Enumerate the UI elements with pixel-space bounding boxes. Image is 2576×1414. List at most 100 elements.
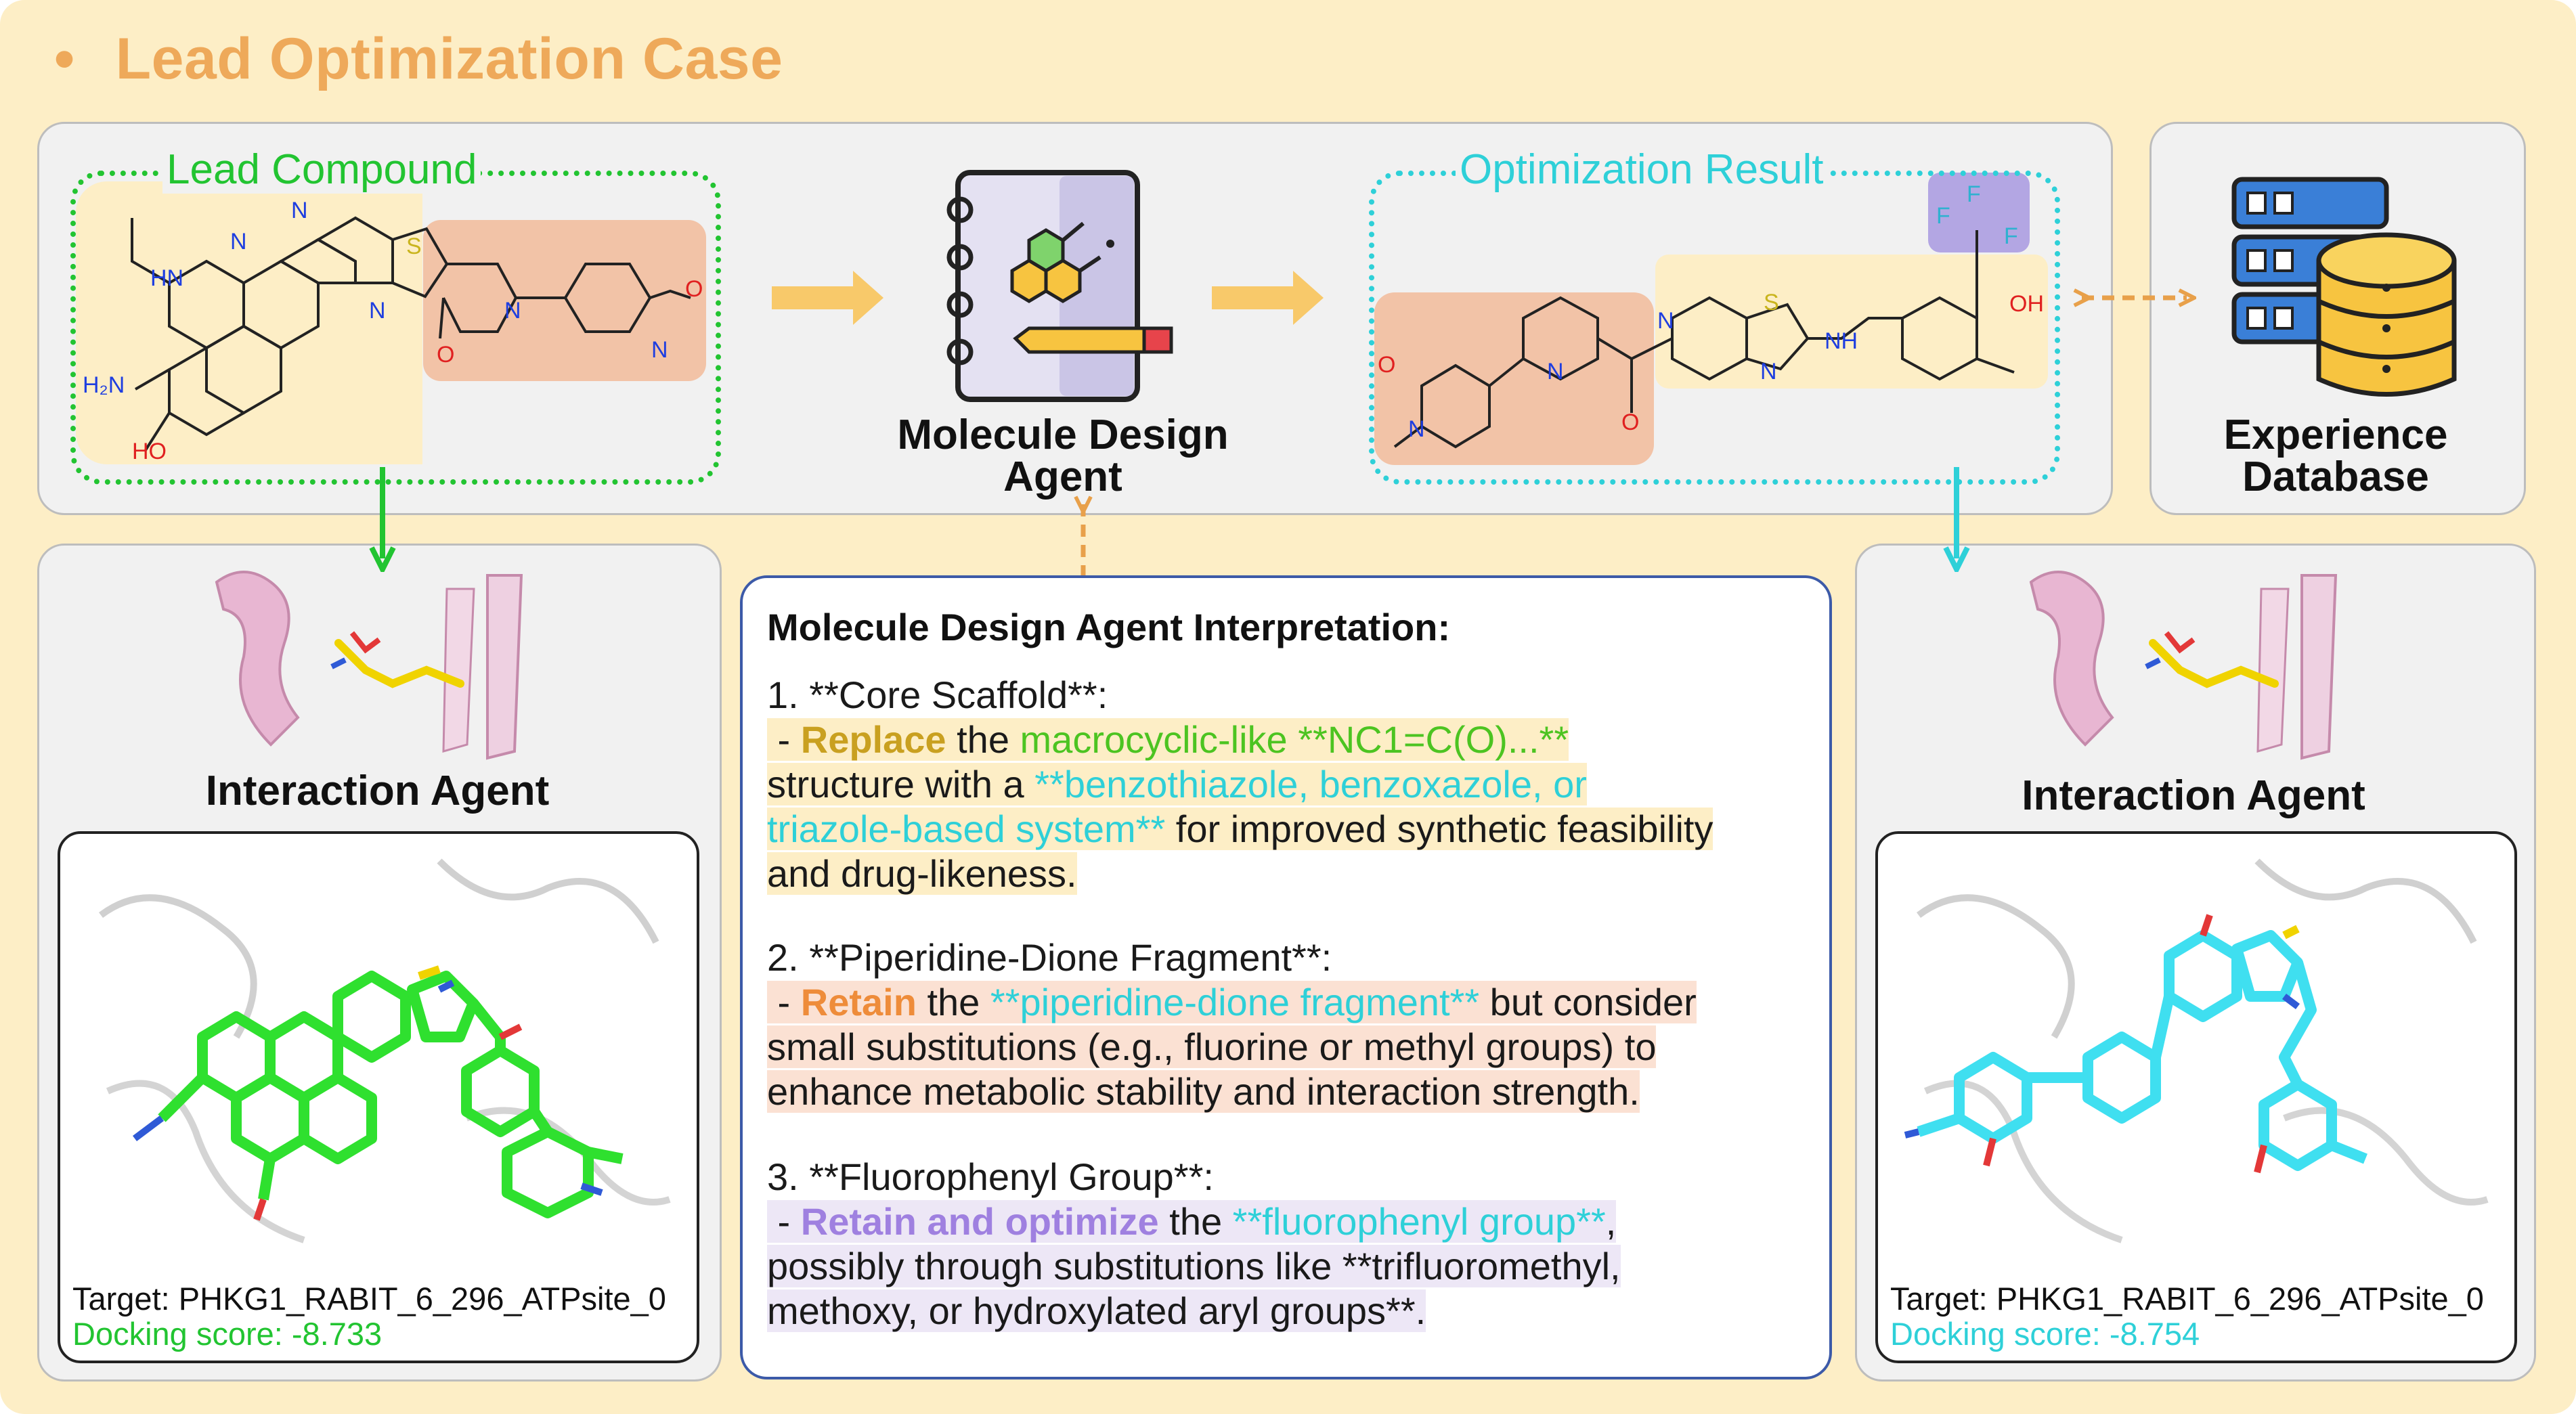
interaction-agent-left-label: Interaction Agent	[205, 768, 550, 814]
left-docking-score: Docking score: -8.733	[72, 1316, 383, 1352]
lead-atom-hn: HN	[150, 265, 184, 291]
optimization-result-label: Optimization Result	[1456, 146, 1828, 194]
p2-heading: 2. **Piperidine-Dione Fragment**:	[767, 935, 1697, 980]
p3-line-3: methoxy, or hydroxylated aryl groups**.	[767, 1289, 1621, 1333]
result-atom-n4: N	[1408, 416, 1425, 442]
lead-atom-h2n: H₂N	[83, 372, 125, 398]
lead-atom-ho: HO	[132, 439, 167, 464]
p3-t3: possibly through substitutions like **tr…	[767, 1245, 1621, 1287]
p2-t1: the	[916, 981, 990, 1023]
experience-database-label: Experience Database	[2149, 414, 2522, 498]
p3-heading: 3. **Fluorophenyl Group**:	[767, 1155, 1621, 1199]
p3-t4: methoxy, or hydroxylated aryl groups**.	[767, 1289, 1426, 1332]
arrow-right-icon	[772, 271, 1324, 325]
p2-dash: -	[767, 981, 801, 1023]
molecule-design-agent-label: Molecule Design Agent	[860, 414, 1266, 498]
p2-t2: but consider	[1479, 981, 1697, 1023]
lead-piperidine-highlight	[423, 220, 706, 381]
title-text: Lead Optimization Case	[115, 26, 783, 91]
result-atom-n2: N	[1760, 359, 1777, 384]
p1-system-2: triazole-based system**	[767, 808, 1166, 850]
left-docking-box: Target: PHKG1_RABIT_6_296_ATPsite_0 Dock…	[58, 831, 699, 1363]
left-docking-target: Target: PHKG1_RABIT_6_296_ATPsite_0	[72, 1281, 666, 1317]
lead-core-highlight	[76, 181, 422, 464]
result-atom-o2: O	[1378, 352, 1396, 378]
p1-smiles: macrocyclic-like **NC1=C(O)...**	[1020, 718, 1569, 761]
p2-line-1: - Retain the **piperidine-dione fragment…	[767, 980, 1697, 1025]
p2-t4: enhance metabolic stability and interact…	[767, 1070, 1640, 1113]
lead-atom-s: S	[406, 234, 422, 259]
title-bullet: •	[54, 26, 75, 91]
p2-fragment: **piperidine-dione fragment**	[990, 981, 1480, 1023]
result-atom-nh: NH	[1825, 328, 1858, 354]
p3-dash: -	[767, 1200, 801, 1243]
right-protein-snapshot	[2029, 571, 2338, 760]
p2-line-3: enhance metabolic stability and interact…	[767, 1069, 1697, 1114]
p3-keyword: Retain and optimize	[800, 1200, 1159, 1243]
p3-group: **fluorophenyl group**	[1232, 1200, 1606, 1243]
lead-molecule-structure	[131, 216, 691, 451]
server-database-icon	[2231, 177, 2457, 397]
result-atom-f3: F	[2004, 223, 2018, 249]
result-atom-o1: O	[1621, 410, 1640, 435]
p1-t2: structure with a	[767, 763, 1035, 805]
p3-head-text: 3. **Fluorophenyl Group**:	[767, 1155, 1214, 1198]
notebook-molecule-pencil-icon	[946, 170, 1173, 402]
p1-line-4: and drug-likeness.	[767, 852, 1713, 896]
p2-t3: small substitutions (e.g., fluorine or m…	[767, 1025, 1657, 1068]
p1-dash: -	[767, 718, 801, 761]
experience-line1: Experience	[2223, 412, 2448, 458]
right-docking-render	[1904, 858, 2489, 1243]
figure-title: • Lead Optimization Case	[54, 22, 783, 96]
p1-line-3: triazole-based system** for improved syn…	[767, 807, 1713, 852]
p1-line-2: structure with a **benzothiazole, benzox…	[767, 762, 1713, 807]
result-atom-n1: N	[1657, 308, 1674, 334]
p3-line-1: - Retain and optimize the **fluorophenyl…	[767, 1199, 1621, 1244]
p1-head-text: 1. **Core Scaffold**:	[767, 673, 1108, 716]
p3-t1: the	[1158, 1200, 1233, 1243]
interaction-agent-right-label: Interaction Agent	[2022, 772, 2365, 819]
interpretation-paragraph-2: 2. **Piperidine-Dione Fragment**: - Reta…	[767, 935, 1697, 1114]
interpretation-paragraph-1: 1. **Core Scaffold**: - Replace the macr…	[767, 673, 1713, 896]
lead-atom-o2: O	[685, 276, 703, 302]
interpretation-paragraph-3: 3. **Fluorophenyl Group**: - Retain and …	[767, 1155, 1621, 1333]
p1-t3: for improved synthetic feasibility	[1165, 808, 1713, 850]
p2-keyword: Retain	[800, 981, 917, 1023]
result-atom-s: S	[1764, 290, 1779, 315]
lead-atom-n1: N	[230, 229, 247, 255]
experience-line2: Database	[2242, 454, 2429, 500]
design-agent-line2: Agent	[1003, 454, 1122, 500]
p1-t4: and drug-likeness.	[767, 852, 1077, 895]
p3-line-2: possibly through substitutions like **tr…	[767, 1244, 1621, 1289]
lead-atom-o1: O	[437, 342, 455, 368]
p1-system-1: **benzothiazole, benzoxazole, or	[1034, 763, 1587, 805]
lead-atom-n6: N	[651, 337, 668, 363]
left-docking-render	[99, 858, 671, 1243]
right-docking-target: Target: PHKG1_RABIT_6_296_ATPsite_0	[1890, 1281, 2484, 1317]
right-docking-score: Docking score: -8.754	[1890, 1316, 2200, 1352]
p3-t2: ,	[1605, 1200, 1617, 1243]
result-atom-n3: N	[1547, 359, 1564, 384]
interpretation-title: Molecule Design Agent Interpretation:	[767, 606, 1451, 648]
interpretation-panel: Molecule Design Agent Interpretation: 1.…	[740, 575, 1832, 1379]
p1-line-1: - Replace the macrocyclic-like **NC1=C(O…	[767, 717, 1713, 762]
result-cf3-highlight	[1928, 173, 2030, 252]
left-protein-snapshot	[215, 571, 523, 760]
lead-atom-n4: N	[504, 298, 521, 324]
right-docking-box: Target: PHKG1_RABIT_6_296_ATPsite_0 Dock…	[1875, 831, 2517, 1363]
result-atom-f2: F	[1967, 181, 1981, 207]
result-molecule-structure	[1393, 230, 2015, 449]
p1-keyword: Replace	[800, 718, 946, 761]
design-agent-line1: Molecule Design	[897, 412, 1229, 458]
p1-heading: 1. **Core Scaffold**:	[767, 673, 1713, 717]
p2-head-text: 2. **Piperidine-Dione Fragment**:	[767, 936, 1332, 979]
result-atom-oh: OH	[2009, 291, 2044, 317]
p2-line-2: small substitutions (e.g., fluorine or m…	[767, 1025, 1697, 1069]
result-piperidine-highlight	[1374, 292, 1654, 465]
lead-atom-n2: N	[291, 198, 308, 223]
lead-atom-n3: N	[369, 298, 386, 324]
result-atom-f1: F	[1936, 203, 1950, 229]
p1-t1: the	[946, 718, 1020, 761]
result-core-highlight	[1655, 255, 2048, 389]
